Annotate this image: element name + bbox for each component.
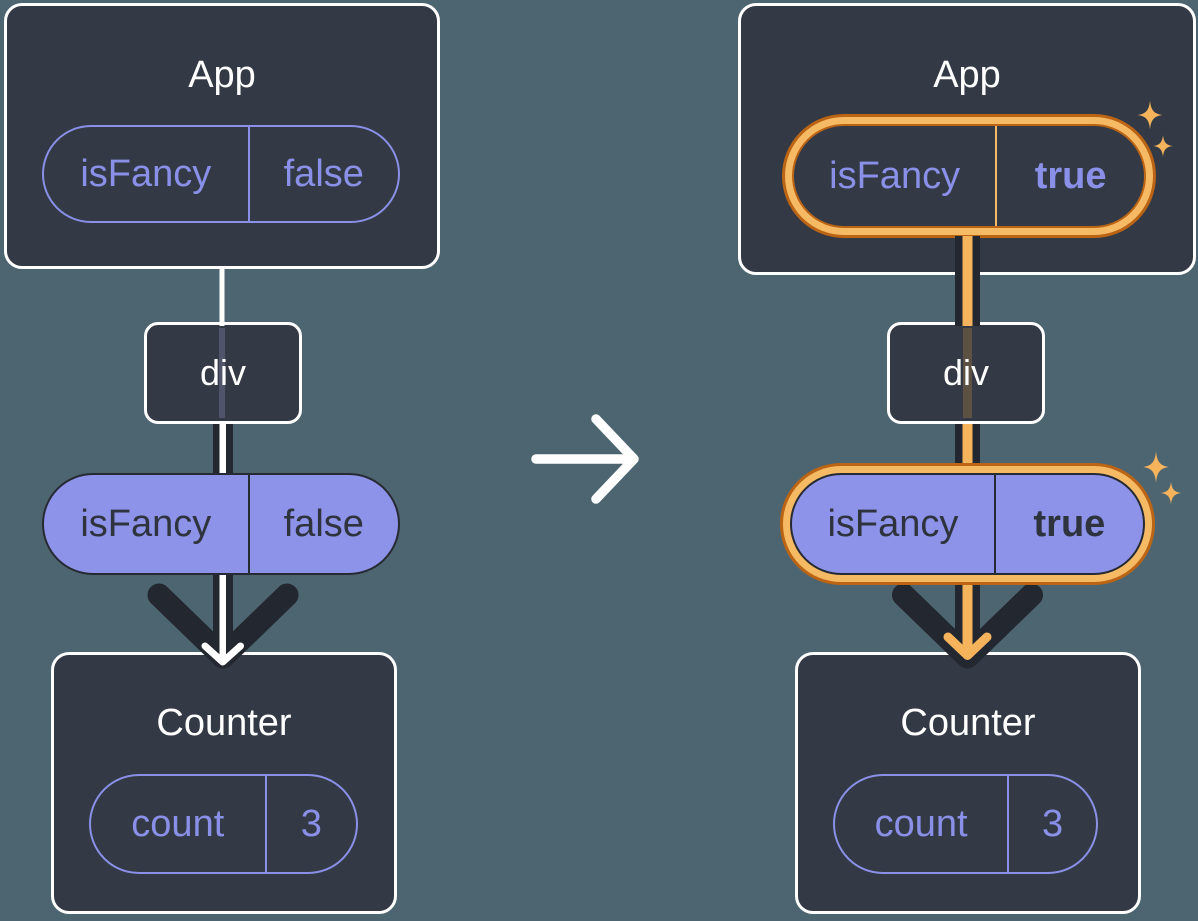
- state-pill: count 3: [833, 774, 1098, 874]
- after-flow-connector: [892, 236, 1043, 669]
- prop-name: isFancy: [80, 502, 212, 545]
- prop-value: true: [993, 475, 1143, 573]
- state-value: true: [995, 126, 1144, 226]
- app-component-card: App isFancy true: [738, 3, 1196, 275]
- state-value: 3: [1007, 776, 1096, 872]
- ghost-connector-line: [963, 328, 972, 418]
- component-title: Counter: [156, 702, 292, 744]
- down-arrow-icon: [147, 583, 299, 669]
- right-arrow-icon: [531, 414, 639, 504]
- highlighted-passed-prop-pill: isFancy true: [780, 463, 1155, 585]
- sparkle-icon: [1160, 481, 1182, 505]
- counter-component-card: Counter count 3: [795, 652, 1141, 914]
- app-component-card: App isFancy false: [4, 3, 440, 269]
- prop-name: isFancy: [827, 502, 959, 545]
- state-name: count: [874, 802, 968, 845]
- component-title: App: [188, 54, 256, 96]
- div-node-label: div: [199, 352, 247, 393]
- div-node-card: div: [144, 322, 302, 424]
- state-pill: isFancy false: [42, 125, 400, 223]
- counter-component-card: Counter count 3: [51, 652, 397, 914]
- state-name: count: [131, 802, 225, 845]
- state-name: isFancy: [829, 154, 961, 197]
- component-title: Counter: [900, 702, 1036, 744]
- div-node-card: div: [887, 322, 1045, 424]
- ghost-connector-line: [219, 328, 225, 418]
- state-value: false: [247, 127, 398, 221]
- sparkle-icon: [1143, 451, 1169, 483]
- state-value: 3: [264, 776, 356, 872]
- div-node-label: div: [942, 352, 990, 393]
- component-title: App: [933, 54, 1001, 96]
- passed-prop-pill: isFancy false: [42, 473, 400, 575]
- state-name: isFancy: [80, 152, 212, 195]
- down-arrow-icon: [892, 583, 1043, 669]
- highlighted-state-pill: isFancy true: [782, 114, 1156, 238]
- state-pill: count 3: [89, 774, 358, 874]
- prop-value: false: [247, 475, 398, 573]
